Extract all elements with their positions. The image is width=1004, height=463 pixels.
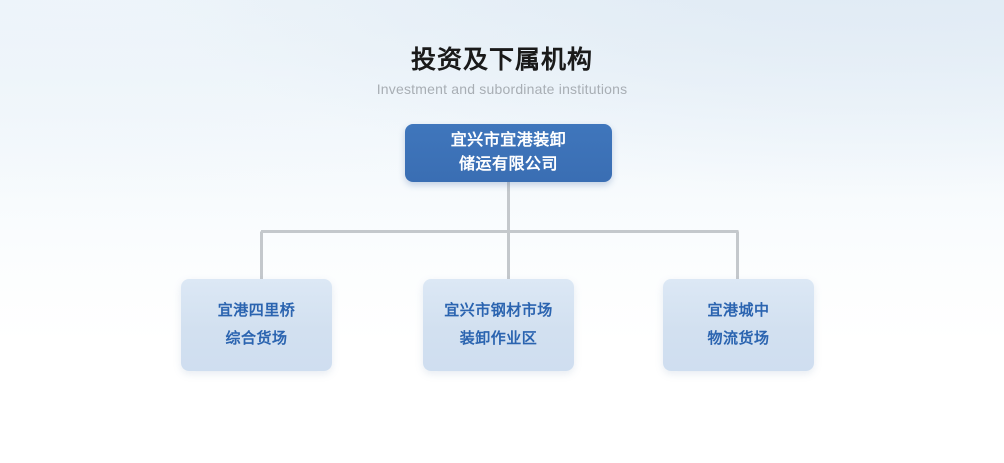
org-node-root-line2: 储运有限公司 bbox=[458, 156, 558, 173]
org-node-child-3-line1: 宜港城中 bbox=[707, 302, 770, 319]
org-node-root[interactable]: 宜兴市宜港装卸 储运有限公司 bbox=[405, 124, 612, 182]
org-node-child-1-line2: 综合货场 bbox=[225, 330, 288, 347]
org-node-child-1-line1: 宜港四里桥 bbox=[217, 302, 296, 319]
org-node-child-2[interactable]: 宜兴市钢材市场 装卸作业区 bbox=[423, 279, 574, 371]
org-node-child-3[interactable]: 宜港城中 物流货场 bbox=[663, 279, 814, 371]
org-node-child-2-line2: 装卸作业区 bbox=[459, 330, 538, 347]
org-node-child-1[interactable]: 宜港四里桥 综合货场 bbox=[181, 279, 332, 371]
page-subtitle: Investment and subordinate institutions bbox=[376, 81, 628, 97]
org-node-child-2-line1: 宜兴市钢材市场 bbox=[444, 302, 553, 319]
page-title: 投资及下属机构 bbox=[410, 46, 593, 74]
org-node-root-line1: 宜兴市宜港装卸 bbox=[450, 132, 567, 149]
page-heading: 投资及下属机构 Investment and subordinate insti… bbox=[0, 44, 1004, 98]
org-node-child-3-line2: 物流货场 bbox=[707, 330, 770, 347]
